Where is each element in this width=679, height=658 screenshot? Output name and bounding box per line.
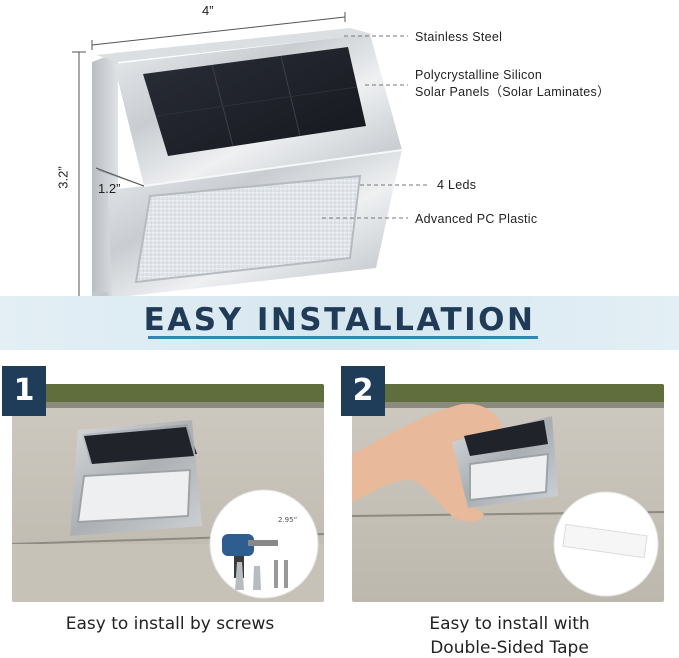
width-dimension-line [91, 16, 346, 46]
step-2-badge: 2 [341, 366, 385, 416]
width-label: 4” [202, 3, 214, 18]
banner-title: EASY INSTALLATION [143, 302, 536, 338]
step-1-badge: 1 [2, 366, 46, 416]
screw-spacing-label: 2.95” [278, 516, 297, 524]
step-2-caption-line2: Double-Sided Tape [430, 638, 589, 658]
depth-label: 1.2” [98, 181, 121, 196]
banner-underline [148, 336, 538, 339]
callout-pc-plastic: Advanced PC Plastic [415, 212, 538, 226]
pc-plastic-lens [134, 174, 362, 284]
depth-dimension-line [95, 167, 145, 187]
callout-stainless-steel: Stainless Steel [415, 30, 503, 44]
product-diagram: 4” 3.2” 1.2” Stainless Steel Polycrystal… [0, 0, 679, 305]
callout-leds: 4 Leds [437, 178, 477, 192]
drill-icon [222, 534, 254, 556]
solar-light-illustration [72, 12, 428, 305]
fixture-lens [76, 468, 192, 524]
fixture-lens [469, 452, 550, 502]
tape-install-photo [352, 384, 664, 602]
installation-banner [0, 296, 679, 350]
step-1-caption: Easy to install by screws [65, 614, 275, 634]
step-2-caption: Easy to install with Double-Sided Tape [340, 612, 679, 658]
screw-install-photo: 2.95” [12, 384, 324, 602]
callout-solar-panels: Polycrystalline Silicon Solar Panels（Sol… [415, 68, 610, 99]
double-sided-tape-icon [562, 523, 648, 559]
fixture-solar-panel [464, 420, 548, 456]
step-2-caption-line1: Easy to install with [429, 614, 590, 634]
height-label: 3.2” [55, 166, 71, 189]
